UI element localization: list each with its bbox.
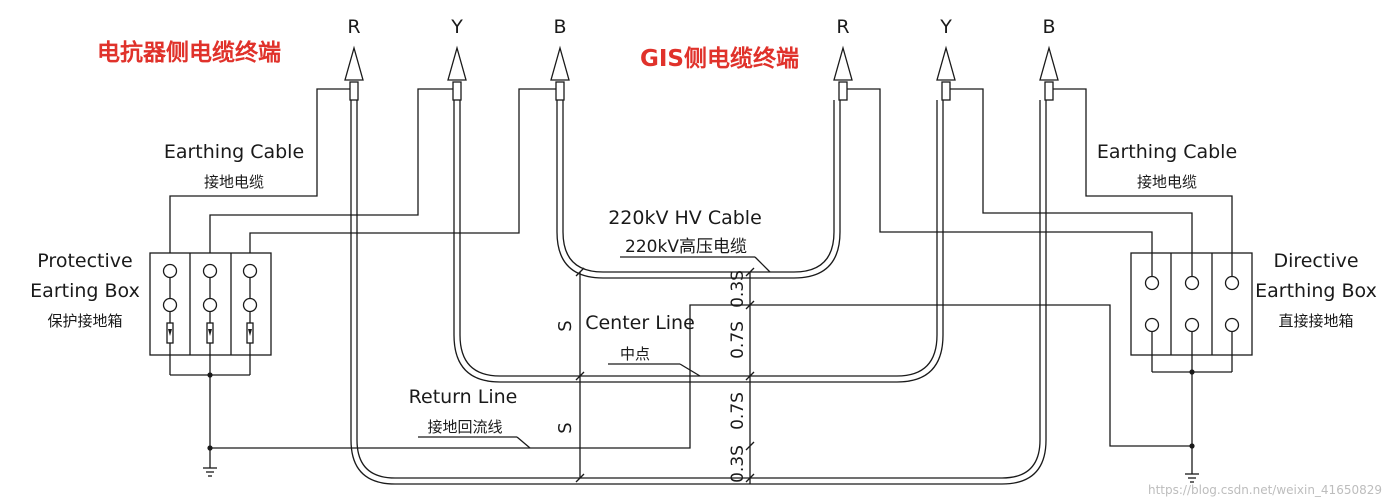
dimension-label-03s-top: 0.3S (728, 270, 748, 308)
watermark-text: https://blog.csdn.net/weixin_41650829 (1148, 483, 1382, 497)
dimension-label-s-lower: S (555, 422, 576, 433)
dimension-label-07s-lower: 0.7S (728, 392, 748, 430)
dimension-s-left (575, 267, 585, 483)
directive-earthing-box (1130, 252, 1253, 474)
hv-cable-cn: 220kV高压电缆 (625, 237, 747, 257)
return-line-cn: 接地回流线 (427, 418, 502, 436)
directive-box-label-2: Earthing Box (1255, 280, 1377, 302)
phase-label-right-b: B (1042, 16, 1055, 38)
hv-cable-y (453, 100, 944, 383)
return-line (210, 304, 1192, 449)
ground-symbol-left (203, 467, 217, 477)
terminal-left-r (344, 45, 364, 101)
left-terminal-title: 电抗器侧电缆终端 (97, 39, 281, 66)
terminal-right-r (833, 45, 853, 101)
terminal-left-y (447, 45, 467, 101)
earthing-cable-left (169, 88, 556, 253)
terminal-right-y (936, 45, 956, 101)
earthing-cable-cn-left: 接地电缆 (204, 173, 264, 191)
hv-cable-leader (754, 256, 771, 273)
hv-cable-label: 220kV HV Cable (608, 207, 762, 229)
phase-label-right-y: Y (939, 16, 952, 38)
center-line-leader (679, 363, 701, 377)
return-line-label: Return Line (409, 386, 518, 408)
protective-box-cn: 保护接地箱 (47, 312, 122, 330)
earthing-cable-right (847, 88, 1233, 253)
hv-cable-r (350, 100, 1047, 485)
earthing-cable-cn-right: 接地电缆 (1137, 173, 1197, 191)
dimension-label-07s-upper: 0.7S (728, 321, 748, 359)
directive-box-cn: 直接接地箱 (1278, 312, 1353, 330)
dimension-label-s-upper: S (555, 320, 576, 331)
terminal-right-b (1039, 45, 1059, 101)
protective-box-label-2: Earting Box (30, 280, 140, 302)
ground-symbol-right (1185, 473, 1199, 483)
phase-label-left-b: B (553, 16, 566, 38)
center-line-cn: 中点 (620, 345, 650, 363)
hv-cable-b (556, 100, 841, 279)
right-terminal-title: GIS侧电缆终端 (640, 45, 799, 72)
phase-label-left-r: R (347, 16, 360, 38)
return-line-leader (516, 436, 531, 449)
arrestor-symbols (168, 329, 252, 336)
dimension-label-03s-bottom: 0.3S (728, 445, 748, 483)
earthing-cable-label-left: Earthing Cable (164, 141, 304, 163)
earthing-cable-label-right: Earthing Cable (1097, 141, 1237, 163)
directive-box-label-1: Directive (1273, 250, 1358, 272)
center-line-label: Center Line (585, 312, 695, 334)
phase-label-left-y: Y (450, 16, 463, 38)
terminal-left-b (550, 45, 570, 101)
protective-earthing-box (149, 252, 272, 468)
dimension-s-right (745, 267, 755, 484)
phase-label-right-r: R (836, 16, 849, 38)
protective-box-label-1: Protective (37, 250, 132, 272)
